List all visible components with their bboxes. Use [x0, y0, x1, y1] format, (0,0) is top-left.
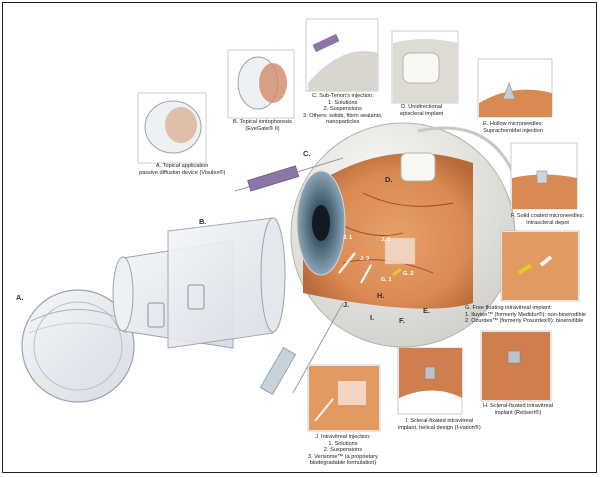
main-eye — [290, 122, 525, 348]
inner-label-j3: J. 3 — [360, 256, 370, 262]
inset-a — [137, 92, 207, 164]
caption-j: J. Intravitreal injection: 1. Solutions … — [308, 434, 378, 467]
label-f: F. — [399, 316, 405, 325]
inset-e — [477, 58, 553, 118]
inset-g — [500, 230, 580, 302]
label-h: H. — [377, 291, 385, 300]
inset-c — [305, 18, 379, 92]
inset-j — [307, 364, 381, 432]
figure-illustration — [21, 18, 580, 432]
inset-h — [480, 330, 552, 402]
caption-e: E. Hollow microneedles: Suprachoroidal i… — [483, 121, 544, 134]
label-d: D. — [385, 175, 393, 184]
caption-g: G. Free floating intravitreal implant: 1… — [465, 305, 587, 325]
inner-label-j2: J. 2 — [381, 237, 391, 243]
inset-d — [391, 30, 459, 104]
inner-label-j1: J. 1 — [343, 235, 353, 241]
inset-b — [227, 49, 295, 119]
caption-i: I. Scleral-fixated intravitreal implant,… — [398, 418, 481, 431]
syringe-j — [259, 302, 344, 395]
label-a: A. — [16, 293, 24, 302]
syringe-c — [234, 157, 344, 192]
label-b: B. — [199, 217, 207, 226]
caption-f: F. Solid coated microneedles: Intrascler… — [511, 213, 585, 226]
caption-h: H. Scleral-fixated intravitreal implant … — [483, 403, 553, 416]
inner-label-g2: G. 2 — [403, 271, 414, 277]
label-c: C. — [303, 149, 311, 158]
label-i: I. — [370, 313, 375, 322]
inset-f — [510, 142, 578, 210]
caption-d: D. Unidirectional episcleral implant — [400, 104, 444, 117]
label-e: E. — [423, 306, 431, 315]
device-b-iontophoresis — [112, 217, 286, 349]
inner-label-g1: G. 1 — [381, 277, 392, 283]
caption-c: C. Sub-Tenon's injection: 1. Solutions 2… — [303, 93, 383, 126]
caption-b: B. Topical iontophoresis (EyeGate® II) — [233, 119, 292, 132]
inset-i — [397, 347, 463, 415]
label-j: J. — [343, 300, 350, 309]
figure-frame: A. B. C. D. E. F. H. I. J. G. J. 1 J. 2 … — [2, 2, 597, 473]
caption-a: A. Topical application passive diffusion… — [139, 163, 226, 176]
